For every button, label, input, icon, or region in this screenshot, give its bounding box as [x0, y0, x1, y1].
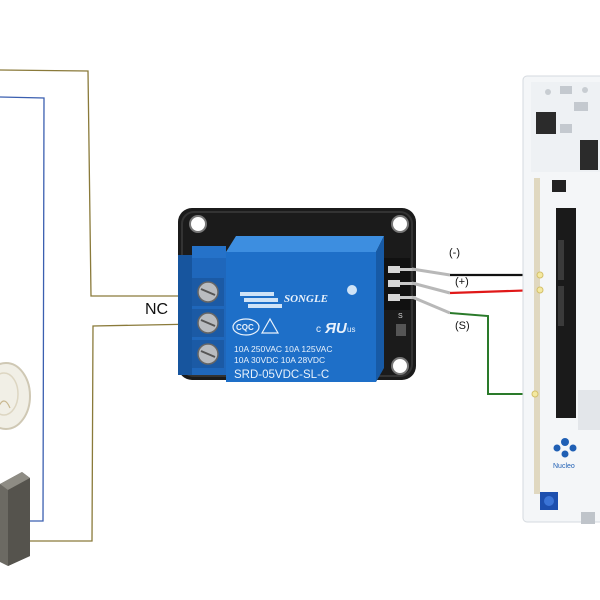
red-wire-bare	[411, 281, 451, 295]
relay-header-pins: S	[384, 258, 416, 336]
light-bulb-icon	[0, 362, 31, 430]
relay-model: SRD-05VDC-SL-C	[234, 369, 329, 381]
morpho-header-left	[534, 178, 540, 494]
relay-cert-ul-us: us	[347, 325, 355, 334]
relay-rating-1: 10A 250VAC 10A 125VAC	[234, 344, 332, 354]
mount-hole-top-left	[189, 215, 207, 233]
green-wire-bare	[411, 295, 451, 315]
relay-module: SONGLE CQC c ЯU us 10A 250VAC 10A 125VAC…	[178, 208, 416, 382]
nc-terminal-label: NC	[145, 301, 169, 318]
relay-brand: SONGLE	[284, 293, 328, 305]
songle-logo-icon	[240, 292, 282, 308]
nucleo-logo-icon	[553, 438, 577, 458]
brown-wire-common	[0, 69, 198, 297]
signal-wires	[411, 267, 541, 395]
blue-wire	[0, 96, 45, 522]
nucleo-logo-text: Nucleo	[553, 463, 575, 470]
green-wire	[449, 312, 532, 395]
pin-signal-label: (S)	[455, 320, 470, 332]
terminal-screw-nc	[192, 309, 224, 337]
nucleo-board: Nucleo	[522, 75, 600, 524]
relay-pin-s-label: S	[398, 313, 403, 320]
arduino-header	[556, 208, 576, 418]
relay-rating-2: 10A 30VDC 10A 28VDC	[234, 355, 325, 365]
relay-cert-ul-c: c	[316, 324, 321, 335]
screw-terminal-block	[178, 246, 226, 375]
pin-plus-label: (+)	[455, 276, 469, 288]
brown-wire-nc	[30, 323, 199, 542]
terminal-screw-common	[192, 278, 224, 306]
lamp-wires	[0, 69, 199, 542]
mount-hole-top-right	[391, 215, 409, 233]
power-plug-icon	[0, 472, 30, 566]
black-wire	[411, 267, 451, 277]
relay-cert-cqc: CQC	[236, 323, 254, 332]
relay-body: SONGLE CQC c ЯU us 10A 250VAC 10A 125VAC…	[226, 236, 384, 382]
relay-cert-ul: ЯU	[324, 320, 348, 337]
pin-minus-label: (-)	[449, 247, 460, 259]
st-link-chip	[536, 112, 556, 134]
mount-hole-bottom-right	[391, 357, 409, 375]
terminal-screw-no	[192, 340, 224, 368]
